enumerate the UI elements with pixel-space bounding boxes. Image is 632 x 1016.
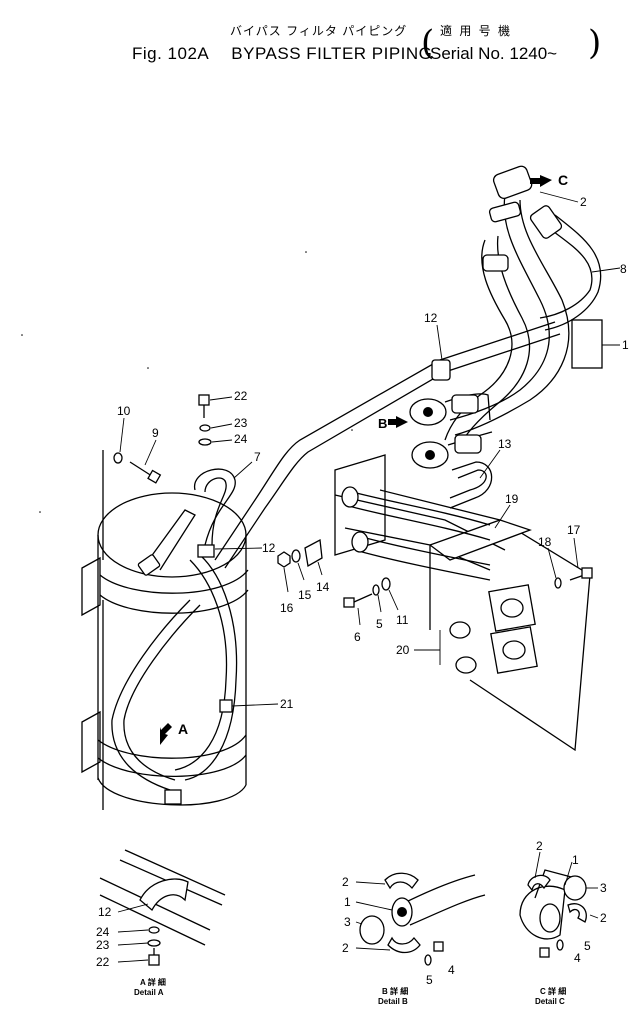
svg-text:1: 1 [622, 338, 629, 352]
svg-text:24: 24 [234, 432, 248, 446]
detail-a: 12 24 23 22 A 詳 細 Detail A [96, 849, 226, 997]
svg-text:Detail B: Detail B [378, 997, 408, 1006]
plate-flanges [449, 584, 538, 674]
serial-number: Serial No. 1240~ [430, 44, 558, 63]
figure-title: Fig. 102A BYPASS FILTER PIPING [132, 44, 432, 64]
svg-text:5: 5 [426, 973, 433, 987]
bolt-22-stack [198, 394, 212, 446]
svg-text:14: 14 [316, 580, 330, 594]
svg-text:3: 3 [344, 915, 351, 929]
svg-text:22: 22 [96, 955, 110, 969]
tube-7 [214, 321, 561, 569]
svg-text:3: 3 [600, 881, 607, 895]
svg-text:15: 15 [298, 588, 312, 602]
svg-text:4: 4 [448, 963, 455, 977]
parts-14-15-16 [277, 538, 323, 568]
svg-text:C 詳 細: C 詳 細 [540, 986, 566, 996]
svg-text:1: 1 [344, 895, 351, 909]
svg-text:13: 13 [498, 437, 512, 451]
svg-text:2: 2 [580, 195, 587, 209]
bracket-19 [334, 454, 591, 752]
svg-text:2: 2 [536, 839, 543, 853]
hose-assembly-upper [444, 165, 603, 449]
svg-text:10: 10 [117, 404, 131, 418]
svg-text:12: 12 [424, 311, 438, 325]
svg-text:6: 6 [354, 630, 361, 644]
left-paren: ( [421, 23, 435, 63]
svg-text:C: C [558, 172, 568, 188]
svg-text:Detail A: Detail A [134, 988, 164, 997]
bolt-9 [113, 452, 162, 484]
svg-text:4: 4 [574, 951, 581, 965]
svg-text:12: 12 [98, 905, 112, 919]
svg-text:Detail C: Detail C [535, 997, 565, 1006]
svg-text:2: 2 [600, 911, 607, 925]
hose-7-loop [137, 468, 236, 576]
arrow-c: C [530, 172, 568, 188]
arrow-a: A [160, 721, 188, 745]
svg-text:16: 16 [280, 601, 294, 615]
svg-text:2: 2 [342, 875, 349, 889]
flange-assembly-b [409, 393, 493, 469]
svg-text:9: 9 [152, 426, 159, 440]
serial-japanese: 適 用 号 機 [440, 24, 513, 38]
title-japanese: バイパス フィルタ パイピング [230, 24, 408, 38]
svg-text:18: 18 [538, 535, 552, 549]
detail-c: 2 1 3 2 5 4 C 詳 細 Detail C [519, 839, 607, 1006]
arrow-b: B [378, 416, 408, 431]
bolt-17 [554, 567, 593, 589]
svg-text:20: 20 [396, 643, 410, 657]
svg-text:B 詳 細: B 詳 細 [382, 986, 408, 996]
figure-title-english: BYPASS FILTER PIPING [231, 44, 433, 63]
svg-text:21: 21 [280, 697, 294, 711]
svg-text:19: 19 [505, 492, 519, 506]
svg-text:24: 24 [96, 925, 110, 939]
svg-text:11: 11 [396, 613, 409, 627]
detail-b: 2 1 3 2 5 4 B 詳 細 Detail B [342, 872, 486, 1006]
figure-number: Fig. 102A [132, 44, 210, 63]
svg-text:5: 5 [376, 617, 383, 631]
svg-text:23: 23 [234, 416, 248, 430]
pipes-to-bracket [341, 486, 491, 581]
svg-text:23: 23 [96, 938, 110, 952]
svg-text:2: 2 [342, 941, 349, 955]
background-specks [21, 251, 353, 513]
svg-text:7: 7 [254, 450, 261, 464]
svg-text:12: 12 [262, 541, 276, 555]
bypass-filter-canister [81, 450, 249, 810]
svg-text:8: 8 [620, 262, 627, 276]
callout-labels: 2 8 1 12 13 19 17 18 20 6 5 11 14 15 16 … [117, 191, 629, 711]
svg-text:B: B [378, 416, 387, 431]
svg-text:A 詳 細: A 詳 細 [140, 977, 166, 987]
svg-text:22: 22 [234, 389, 248, 403]
bolt-6 [343, 577, 391, 608]
svg-text:5: 5 [584, 939, 591, 953]
svg-text:1: 1 [572, 853, 579, 867]
right-paren: ) [588, 23, 602, 63]
u-bolt-13 [449, 461, 493, 509]
svg-text:A: A [178, 721, 188, 737]
inner-pipe-21 [111, 554, 238, 805]
svg-text:17: 17 [567, 523, 581, 537]
